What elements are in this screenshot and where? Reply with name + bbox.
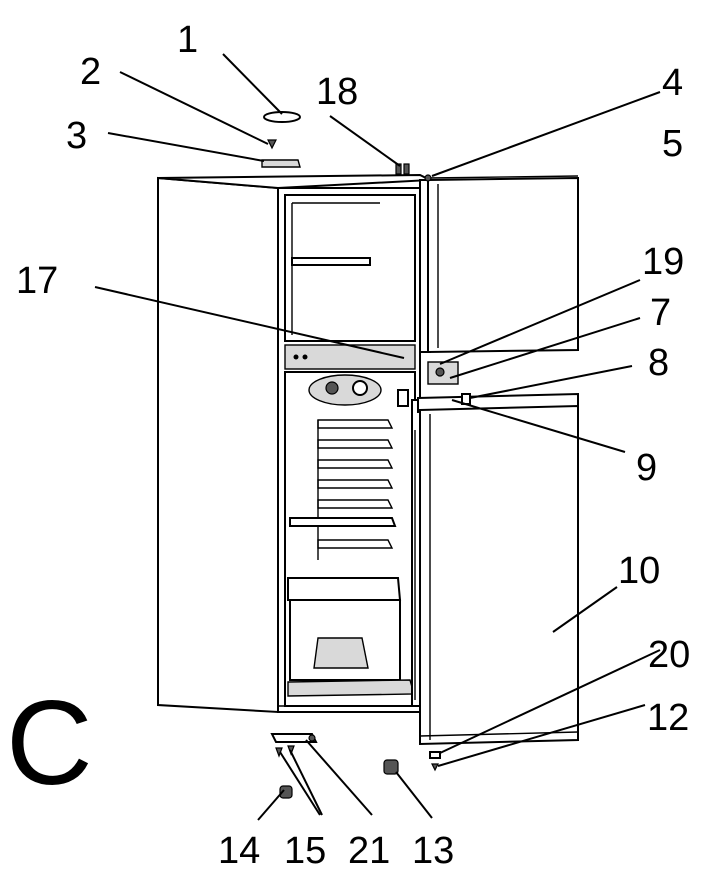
callout-14: 14 — [218, 830, 260, 871]
fridge-door — [419, 404, 579, 746]
bottom-hinge — [270, 733, 318, 743]
cabinet-body — [157, 173, 434, 714]
callout-9: 9 — [636, 447, 657, 489]
callout-20: 20 — [648, 634, 690, 676]
figure-letter: C — [6, 676, 93, 810]
callout-4: 4 — [662, 62, 683, 104]
top-hinge-cover — [263, 111, 301, 123]
callout-7: 7 — [650, 292, 671, 334]
middle-hinge — [417, 361, 579, 414]
leader-lines — [94, 53, 661, 821]
callout-10: 10 — [618, 550, 660, 592]
callout-labels: 1 2 3 4 5 7 8 9 10 12 13 14 15 17 18 19 … — [16, 19, 690, 871]
callout-21: 21 — [348, 830, 390, 871]
callout-8: 8 — [648, 342, 669, 384]
callout-15: 15 — [284, 830, 326, 871]
freezer-door — [427, 175, 579, 354]
callout-19: 19 — [642, 241, 684, 283]
callout-5: 5 — [662, 123, 683, 165]
screw — [267, 139, 277, 150]
callout-12: 12 — [647, 697, 689, 739]
callout-17: 17 — [16, 260, 58, 302]
small-parts — [261, 111, 441, 799]
callout-2: 2 — [80, 51, 101, 93]
callout-1: 1 — [177, 19, 198, 61]
top-hinge — [261, 159, 301, 168]
callout-3: 3 — [66, 115, 87, 157]
callout-18: 18 — [316, 71, 358, 113]
shelf-guides — [317, 419, 394, 560]
callout-13: 13 — [412, 830, 454, 871]
